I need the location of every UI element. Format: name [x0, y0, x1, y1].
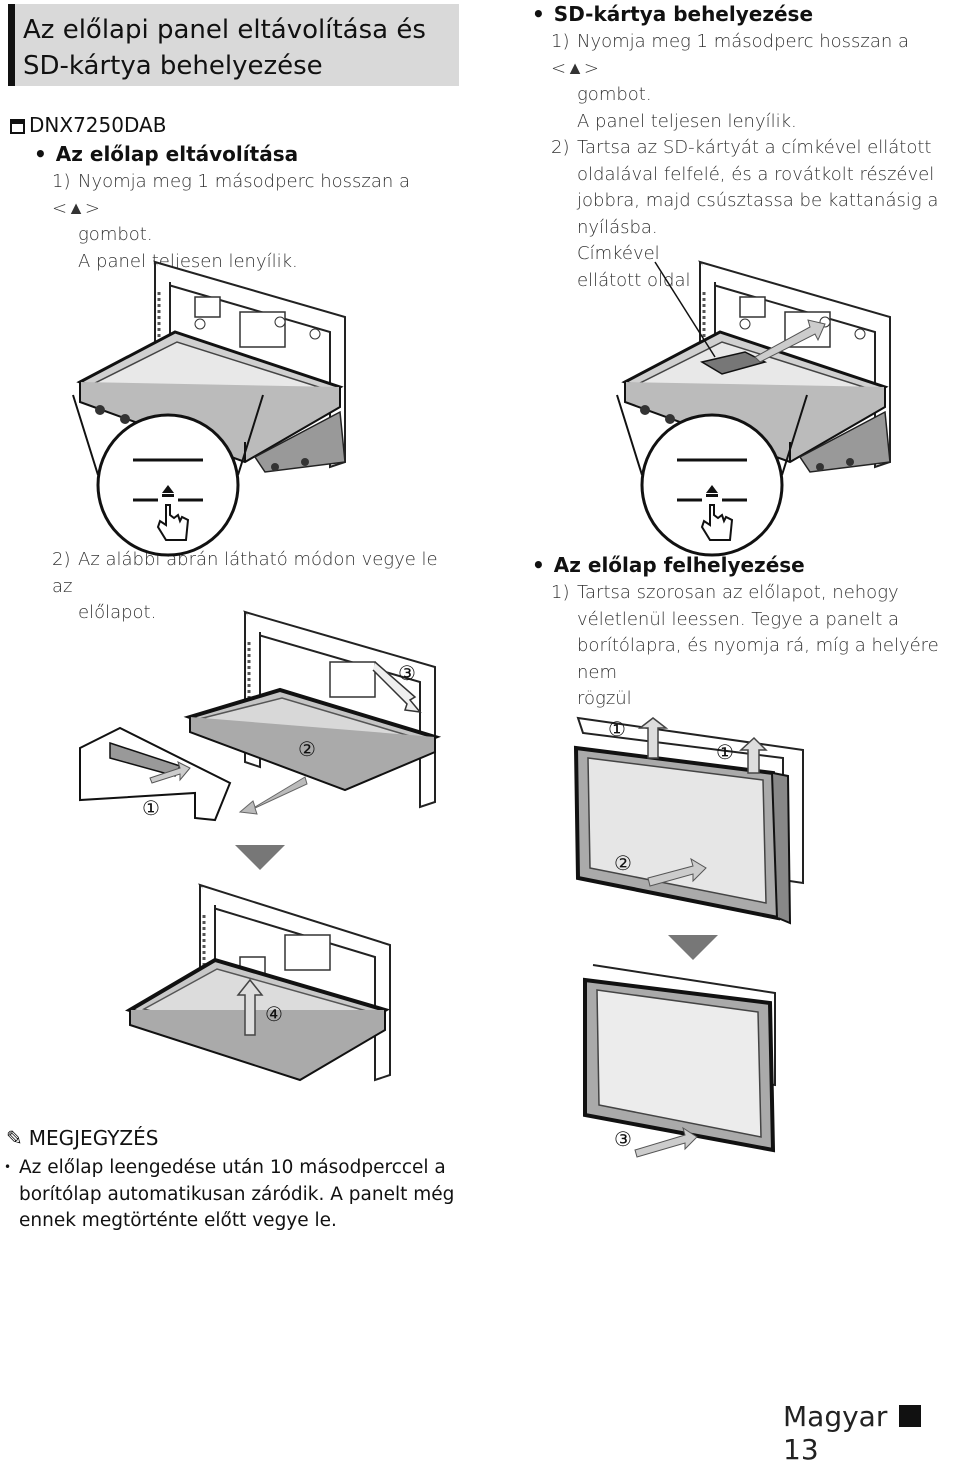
pencil-icon: ✎	[6, 1126, 23, 1150]
remove-step1: 1)Nyomja meg 1 másodperc hosszan a <▲> g…	[52, 171, 411, 272]
sd-steps: 1)Nyomja meg 1 másodperc hosszan a <▲> g…	[551, 29, 956, 294]
label-side-callout-2: ellátott oldal	[577, 269, 691, 291]
remove-heading: Az előlap eltávolítása	[34, 142, 298, 166]
label-step2-attach: ②	[614, 851, 632, 875]
label-step4-remove: ④	[265, 1002, 283, 1026]
attach-heading: Az előlap felhelyezése	[532, 553, 805, 577]
note-heading: ✎MEGJEGYZÉS	[6, 1126, 159, 1150]
page-number: 13	[783, 1433, 819, 1466]
note-bullet: •	[4, 1160, 12, 1174]
attach-step1: 1)Tartsa szorosan az előlapot, nehogy vé…	[551, 582, 939, 709]
down-arrow-left	[235, 845, 285, 870]
down-arrow-right	[668, 935, 718, 960]
figure-remove-step4	[125, 883, 391, 1082]
page-title-line1: Az előlapi panel eltávolítása és	[23, 15, 426, 45]
label-step3-attach: ③	[614, 1127, 632, 1151]
label-step1-attach-a: ①	[608, 717, 626, 741]
figure-sd-insert	[623, 260, 892, 474]
sd-heading: SD-kártya behelyezése	[532, 2, 813, 26]
latch-zoom-inset	[79, 726, 232, 822]
label-step1-attach-b: ①	[716, 740, 734, 764]
note-body: •Az előlap leengedése után 10 másodpercc…	[4, 1154, 464, 1235]
model-label: DNX7250DAB	[10, 113, 166, 137]
page-footer: Magyar13	[783, 1400, 960, 1466]
label-side-callout-1: Címkével	[577, 243, 660, 264]
footer-language: Magyar	[783, 1400, 888, 1433]
page-title-line2: SD-kártya behelyezése	[23, 51, 323, 81]
footer-square-icon	[899, 1405, 922, 1427]
figure-attach-step3	[583, 964, 776, 1158]
figure-attach-step1	[573, 716, 804, 925]
model-icon	[10, 119, 25, 134]
label-step3-remove: ③	[398, 661, 416, 685]
page-title-box: Az előlapi panel eltávolítása és SD-kárt…	[8, 4, 459, 86]
figure-remove-step2	[183, 610, 442, 815]
label-step1-remove: ①	[142, 796, 160, 820]
model-name: DNX7250DAB	[29, 113, 167, 137]
label-step2-remove: ②	[298, 737, 316, 761]
